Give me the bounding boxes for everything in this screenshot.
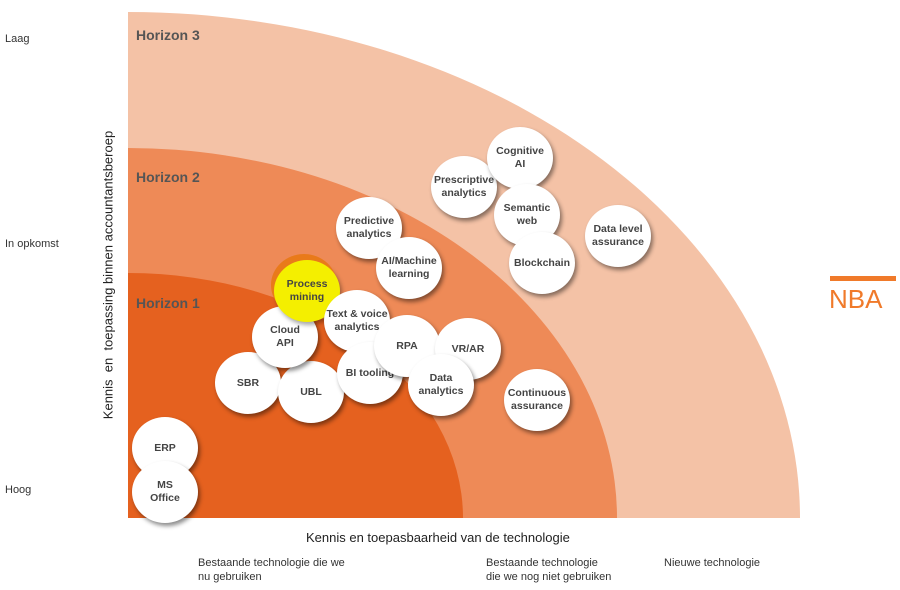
y-level-high: Hoog bbox=[5, 484, 32, 496]
bubble-data-level-assurance[interactable]: Data level assurance bbox=[585, 205, 651, 267]
bubble-data-analytics[interactable]: Data analytics bbox=[408, 354, 474, 416]
horizon-2-label: Horizon 2 bbox=[136, 169, 200, 185]
bubble-predictive-analytics[interactable]: Predictive analytics bbox=[336, 197, 402, 259]
logo-bar bbox=[830, 276, 896, 281]
nba-logo: NBA bbox=[829, 284, 883, 314]
x-level-existing-unused: Bestaande technologie die we nog niet ge… bbox=[486, 557, 612, 583]
bubble-ubl[interactable]: UBL bbox=[278, 361, 344, 423]
horizon-3-label: Horizon 3 bbox=[136, 27, 200, 43]
bubble-cognitive-ai[interactable]: Cognitive AI bbox=[487, 127, 553, 189]
bubble-ms-office[interactable]: MS Office bbox=[132, 461, 198, 523]
bubble-text-voice-analytics[interactable]: Text & voice analytics bbox=[324, 290, 390, 352]
y-axis-title: Kennis en toepassing binnen accountantsb… bbox=[100, 130, 116, 420]
x-level-existing-used: Bestaande technologie die we nu gebruike… bbox=[198, 557, 345, 583]
horizon-1-label: Horizon 1 bbox=[136, 295, 200, 311]
bubble-blockchain[interactable]: Blockchain bbox=[509, 232, 575, 294]
bubble-continuous-assurance[interactable]: Continuous assurance bbox=[504, 369, 570, 431]
y-level-emerging: In opkomst bbox=[5, 238, 59, 250]
bubble-ai-machine-learning[interactable]: AI/Machine learning bbox=[376, 237, 442, 299]
x-axis-title: Kennis en toepasbaarheid van de technolo… bbox=[306, 530, 570, 545]
bubble-sbr[interactable]: SBR bbox=[215, 352, 281, 414]
y-level-low: Laag bbox=[5, 33, 30, 45]
x-level-new: Nieuwe technologie bbox=[664, 557, 761, 569]
bubble-prescriptive-analytics[interactable]: Prescriptive analytics bbox=[431, 156, 497, 218]
